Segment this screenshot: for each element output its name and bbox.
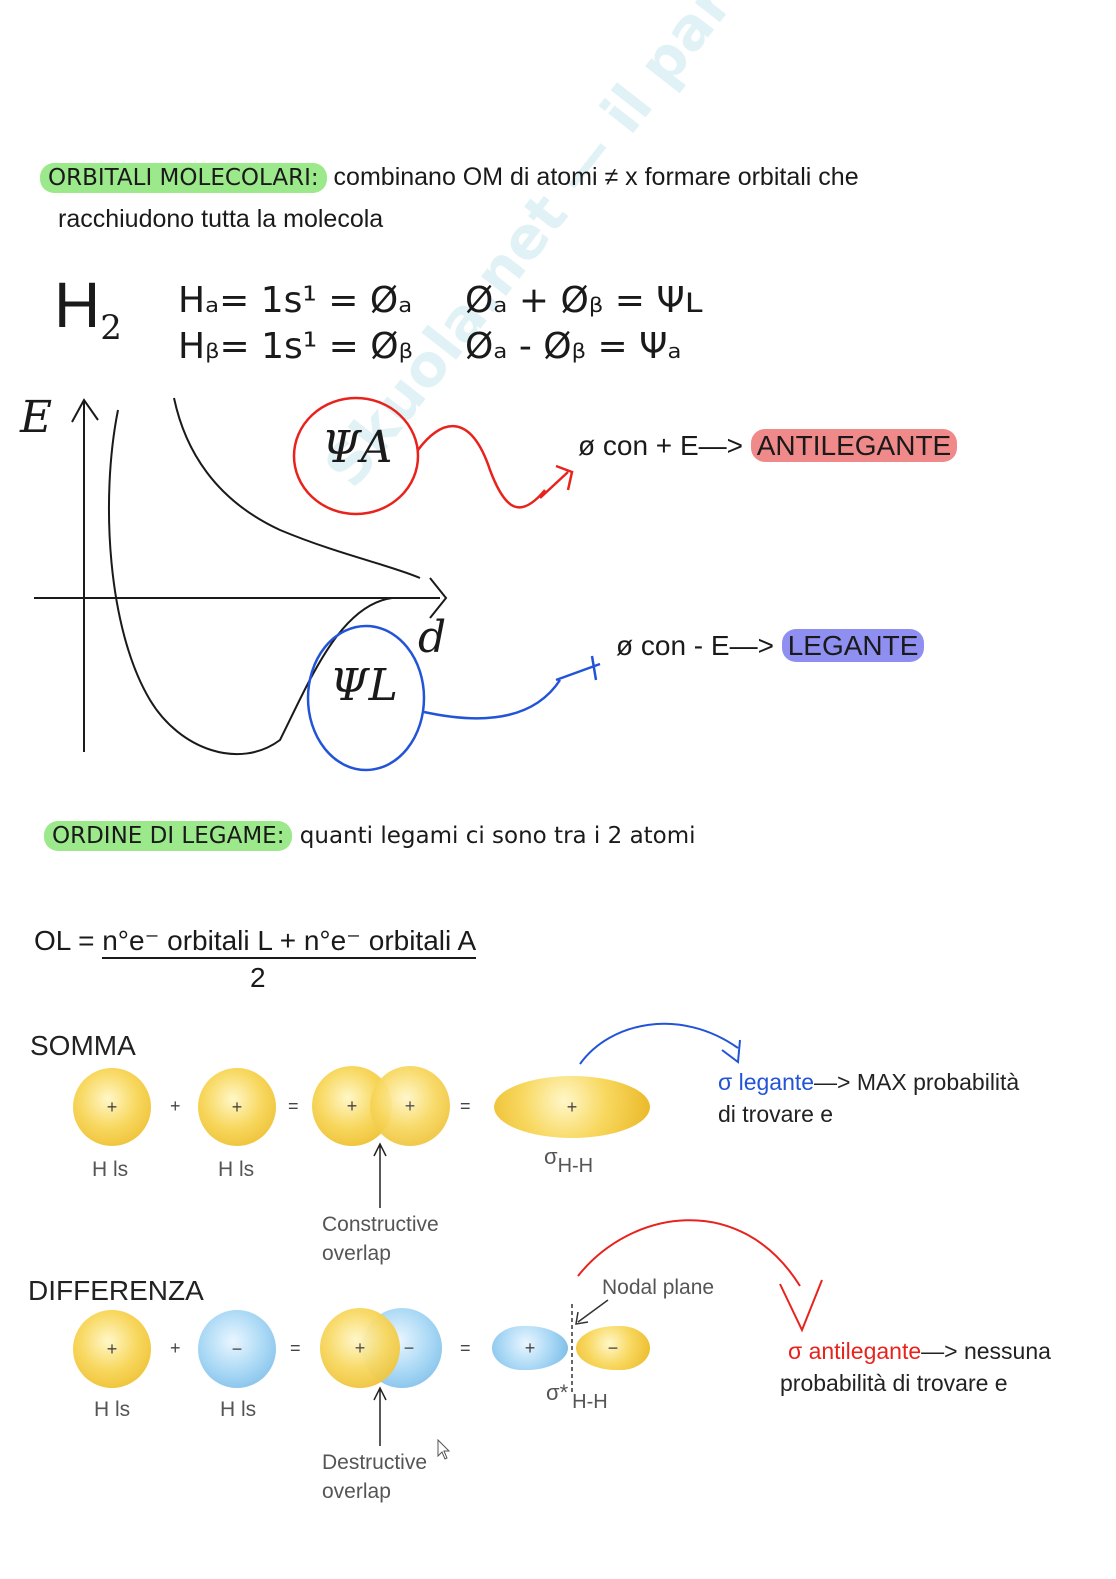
blue-arrow	[423, 655, 601, 720]
legante-tag: LEGANTE	[781, 629, 925, 662]
om-label: ORBITALI MOLECOLARI:	[40, 163, 327, 193]
differenza-note-sigma: σ antilegante	[788, 1338, 922, 1364]
plus-sign: +	[231, 1096, 243, 1117]
sigma-star-lobe-right: −	[576, 1326, 650, 1370]
om-definition: ORBITALI MOLECOLARI: combinano OM di ato…	[40, 163, 1040, 193]
formula-row-1: Hₐ= 1s¹ = Øₐ	[178, 280, 413, 321]
destructive-arrow	[373, 1386, 387, 1446]
somma-orbital-h1: +	[73, 1068, 151, 1146]
destructive-line2: overlap	[322, 1480, 391, 1503]
plus-sign: +	[524, 1337, 536, 1358]
antilegante-tag: ANTILEGANTE	[750, 429, 958, 462]
differenza-note-rest: —> nessuna	[921, 1338, 1051, 1364]
om-text-line1: combinano OM di atomi ≠ x formare orbita…	[326, 163, 859, 191]
differenza-note-line2: probabilità di trovare e	[780, 1370, 1008, 1396]
energy-axis-line	[71, 398, 99, 752]
diff-operator-plus: +	[170, 1338, 181, 1358]
formula-diff: Øₐ - Øᵦ = Ψₐ	[465, 326, 682, 367]
psi-l-label: ΨL	[330, 660, 398, 711]
constructive-line2: overlap	[322, 1242, 391, 1265]
destructive-line1: Destructive	[322, 1451, 428, 1474]
somma-label-h1s-right: H ls	[218, 1158, 255, 1181]
ol-text: quanti legami ci sono tra i 2 atomi	[292, 823, 696, 849]
red-arrow	[416, 425, 574, 509]
psi-l-circle	[306, 624, 426, 772]
diff-operator-eq-1: =	[290, 1338, 301, 1358]
constructive-arrow	[373, 1142, 387, 1208]
somma-note-sigma: σ legante	[718, 1069, 815, 1095]
nodal-plane-line	[571, 1299, 609, 1392]
legante-note: ø con - E—> LEGANTE	[616, 629, 925, 662]
antilegante-prefix: ø con + E—>	[578, 430, 751, 461]
differenza-note: σ antilegante—> nessuna probabilità di t…	[780, 1335, 1051, 1399]
diff-label-h1s-left: H ls	[94, 1398, 131, 1421]
molecule-h2: H2	[54, 268, 122, 348]
somma-operator-eq-1: =	[288, 1096, 299, 1116]
nodal-plane-pointer	[575, 1299, 609, 1325]
somma-note-line2: di trovare e	[718, 1101, 834, 1127]
plus-sign: +	[404, 1095, 416, 1116]
plus-sign: +	[566, 1096, 578, 1117]
diff-label-h1s-right: H ls	[220, 1398, 257, 1421]
antibonding-curve	[173, 397, 421, 579]
diff-orbital-h2: −	[198, 1310, 276, 1388]
om-text-line2: racchiudono tutta la molecola	[58, 205, 384, 233]
bonding-curve	[107, 409, 393, 755]
sigma-star-label: σ*H-H	[546, 1380, 608, 1414]
sigma-star-subscript: H-H	[572, 1391, 608, 1413]
somma-label-h1s-left: H ls	[92, 1158, 129, 1181]
diff-orbital-h1: +	[73, 1310, 151, 1388]
nodal-plane-label: Nodal plane	[602, 1276, 715, 1299]
legante-prefix: ø con - E—>	[616, 630, 782, 661]
minus-sign: −	[231, 1338, 243, 1359]
psi-a-circle	[292, 396, 420, 516]
minus-sign: −	[403, 1337, 415, 1358]
plus-sign: +	[346, 1095, 358, 1116]
plus-sign: +	[106, 1338, 118, 1359]
somma-operator-plus: +	[170, 1096, 181, 1116]
sigma-star-lobe-left: +	[492, 1326, 568, 1370]
minus-sign: −	[607, 1337, 619, 1358]
energy-axis-label: E	[20, 392, 53, 443]
ol-lhs: OL =	[34, 925, 103, 956]
differenza-title: DIFFERENZA	[28, 1275, 204, 1306]
antilegante-note: ø con + E—> ANTILEGANTE	[578, 429, 958, 462]
somma-overlap-right: +	[370, 1066, 450, 1146]
plus-sign: +	[106, 1096, 118, 1117]
energy-graph	[34, 396, 601, 772]
somma-title: SOMMA	[30, 1030, 136, 1061]
somma-orbital-h2: +	[198, 1068, 276, 1146]
sigma-hh-label: σH-H	[544, 1144, 593, 1178]
cursor-icon	[437, 1438, 451, 1460]
ol-numerator: n°e⁻ orbitali L + n°e⁻ orbitali A	[102, 925, 477, 959]
somma-note-rest: —> MAX probabilità	[814, 1069, 1020, 1095]
molecule-subscript: 2	[100, 308, 122, 348]
somma-operator-eq-2: =	[460, 1096, 471, 1116]
ol-formula: OL = n°e⁻ orbitali L + n°e⁻ orbitali A	[34, 924, 477, 959]
ol-label: ORDINE DI LEGAME:	[44, 821, 293, 851]
formula-row-2: Hᵦ= 1s¹ = Øᵦ	[178, 326, 414, 367]
psi-a-label: ΨA	[322, 422, 393, 473]
ol-definition: ORDINE DI LEGAME: quanti legami ci sono …	[44, 821, 696, 851]
plus-sign: +	[354, 1337, 366, 1358]
destructive-overlap-label: Destructive overlap	[322, 1448, 427, 1506]
molecule-symbol: H	[54, 269, 101, 341]
ol-denominator: 2	[250, 962, 266, 993]
formula-sum: Øₐ + Øᵦ = Ψʟ	[465, 280, 703, 321]
diff-operator-eq-2: =	[460, 1338, 471, 1358]
blue-curved-arrow	[579, 1022, 741, 1065]
sigma-symbol: σ	[544, 1144, 558, 1169]
sigma-star-symbol: σ*	[546, 1380, 569, 1405]
distance-axis-line	[34, 577, 448, 619]
somma-note: σ legante—> MAX probabilità di trovare e	[718, 1066, 1019, 1130]
sigma-subscript: H-H	[557, 1155, 594, 1177]
diff-overlap-left: +	[320, 1308, 400, 1388]
sigma-bonding-orbital: +	[494, 1076, 650, 1138]
constructive-line1: Constructive	[322, 1213, 439, 1236]
distance-axis-label: d	[418, 612, 447, 663]
red-curved-arrow	[577, 1219, 823, 1333]
constructive-overlap-label: Constructive overlap	[322, 1210, 439, 1268]
